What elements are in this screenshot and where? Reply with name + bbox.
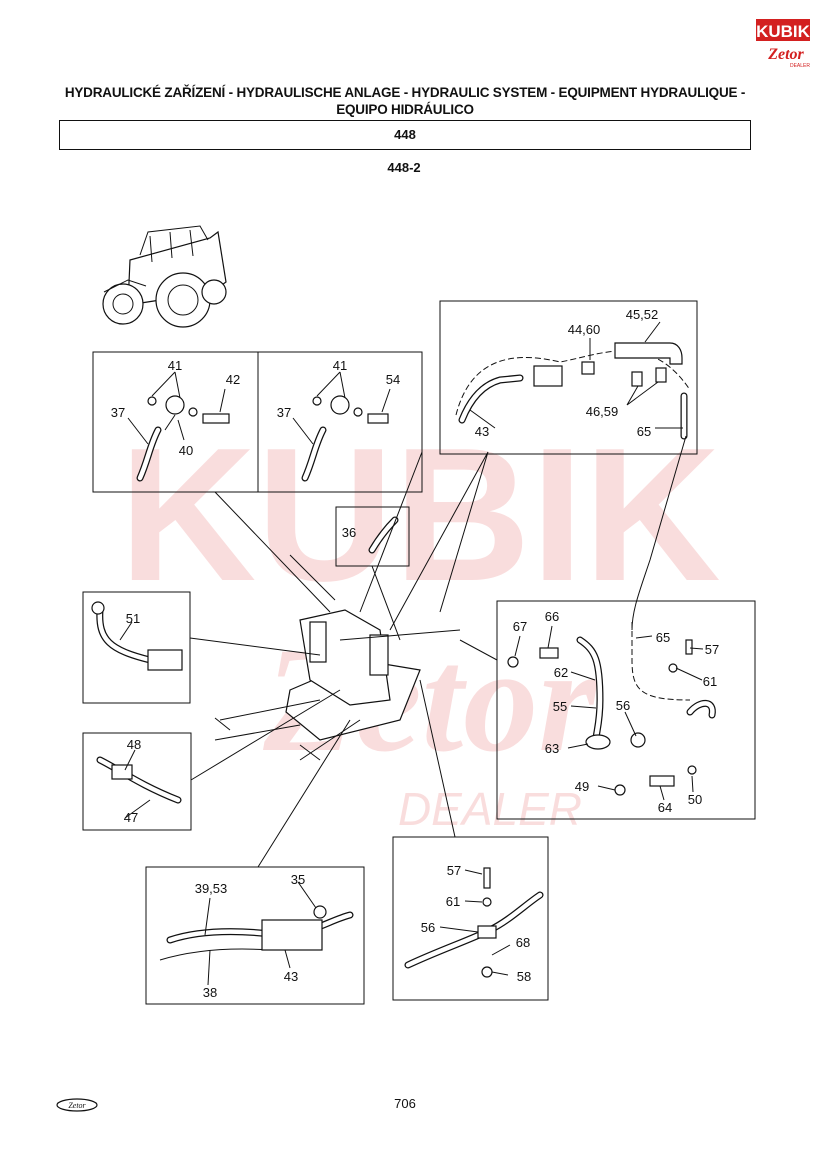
callout-64: 64	[658, 800, 672, 815]
page-heading: HYDRAULICKÉ ZAŘÍZENÍ - HYDRAULISCHE ANLA…	[40, 84, 770, 118]
svg-text:Zetor: Zetor	[68, 1101, 86, 1110]
callout-41a: 41	[168, 358, 182, 373]
callout-40: 40	[179, 443, 193, 458]
callout-38: 38	[203, 985, 217, 1000]
callout-65b: 65	[656, 630, 670, 645]
callout-41b: 41	[333, 358, 347, 373]
tractor-illustration	[102, 225, 227, 328]
callout-67: 67	[513, 619, 527, 634]
callout-57b: 57	[447, 863, 461, 878]
callout-42: 42	[226, 372, 240, 387]
callout-44-60: 44,60	[568, 322, 601, 337]
watermark-logo: KUBIK Zetor DEALER	[119, 409, 721, 835]
detail-box-36: 36	[335, 506, 410, 567]
callout-37b: 37	[277, 405, 291, 420]
callout-68: 68	[516, 935, 530, 950]
callout-66: 66	[545, 609, 559, 624]
logo-subtext: Zetor	[767, 46, 804, 63]
callout-46-59: 46,59	[586, 404, 619, 419]
detail-box-51: 51	[82, 591, 191, 704]
logo-text: KUBIK	[756, 22, 811, 41]
leader-lines	[189, 435, 687, 868]
callout-63: 63	[545, 741, 559, 756]
callout-49: 49	[575, 779, 589, 794]
callout-36: 36	[342, 525, 356, 540]
kubik-zetor-dealer-logo: KUBIK Zetor DEALER	[756, 19, 811, 69]
callout-62: 62	[554, 665, 568, 680]
callout-43b: 43	[284, 969, 298, 984]
detail-box-bottom-right: 57 61 56 68 58	[392, 836, 549, 1001]
callout-57a: 57	[705, 642, 719, 657]
watermark-text: KUBIK	[119, 409, 721, 621]
callout-47: 47	[124, 810, 138, 825]
callout-35: 35	[291, 872, 305, 887]
callout-37a: 37	[111, 405, 125, 420]
callout-39-53: 39,53	[195, 881, 228, 896]
detail-box-bottom-left: 39,53 35 38 43	[145, 866, 365, 1005]
callout-45-52: 45,52	[626, 307, 659, 322]
watermark-tag: DEALER	[398, 783, 582, 835]
zetor-footer-logo: Zetor	[56, 1098, 98, 1112]
detail-box-right: 67 66 65 57 62 61 55 56 63 49 64 50	[496, 600, 756, 820]
logo-tag: DEALER	[790, 63, 810, 69]
detail-box-top-right: 44,60 45,52 46,59 43 65	[439, 300, 698, 455]
callout-55: 55	[553, 699, 567, 714]
heading-line-2: EQUIPO HIDRÁULICO	[336, 102, 474, 117]
callout-43a: 43	[475, 424, 489, 439]
callout-50: 50	[688, 792, 702, 807]
callout-58: 58	[517, 969, 531, 984]
callout-56a: 56	[616, 698, 630, 713]
callout-56b: 56	[421, 920, 435, 935]
callout-61a: 61	[703, 674, 717, 689]
subsection-code: 448-2	[387, 160, 421, 175]
detail-box-48: 48 47	[82, 732, 192, 831]
callout-54: 54	[386, 372, 400, 387]
detail-box-b: 41 54 37	[257, 351, 423, 493]
callout-61b: 61	[446, 894, 460, 909]
callout-51: 51	[126, 611, 140, 626]
page-number: 706	[394, 1096, 416, 1111]
heading-line-1: HYDRAULICKÉ ZAŘÍZENÍ - HYDRAULISCHE ANLA…	[64, 85, 746, 100]
callout-48: 48	[127, 737, 141, 752]
central-assembly	[214, 609, 461, 761]
detail-box-a: 41 42 37 40	[92, 351, 259, 493]
callout-65a: 65	[637, 424, 651, 439]
section-code-box: 448	[59, 120, 751, 150]
